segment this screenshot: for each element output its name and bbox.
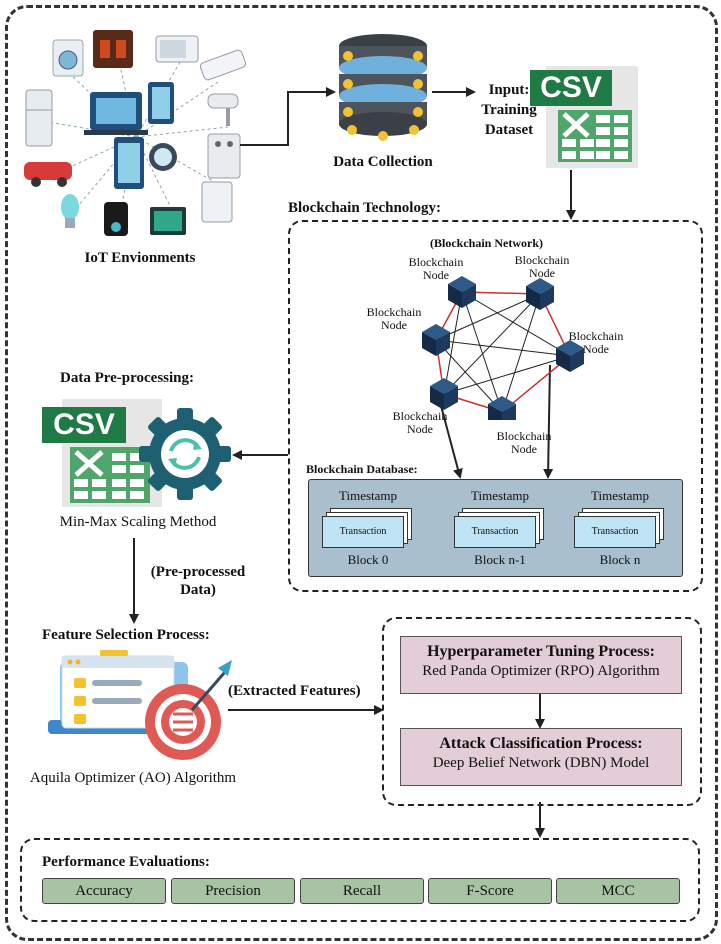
model-processes-box	[382, 617, 702, 806]
iot-label: IoT Envionments	[84, 250, 196, 266]
aquila-label: Aquila Optimizer (AO) Algorithm	[29, 770, 237, 786]
block-timestamp: Timestamp	[590, 488, 650, 503]
data-collection-label: Data Collection	[333, 154, 433, 170]
smart-bulb-icon	[61, 194, 79, 220]
block-transaction: Transaction	[322, 516, 404, 548]
performance-title: Performance Evaluations:	[42, 854, 210, 870]
metric-mcc: MCC	[556, 878, 680, 904]
smart-speaker-icon	[104, 202, 128, 236]
blockchain-database-title: Blockchain Database:	[306, 462, 418, 476]
blockchain-network-graph	[422, 276, 584, 420]
metric-recall: Recall	[300, 878, 424, 904]
air-conditioner-icon	[199, 49, 247, 81]
preprocessing-title: Data Pre-processing:	[60, 370, 195, 386]
block-n-minus-1: Timestamp Transaction Block n-1	[450, 484, 550, 574]
classification-title: Attack Classification Process:	[439, 735, 643, 752]
block-name: Block n-1	[474, 552, 526, 567]
blockchain-title: Blockchain Technology:	[288, 200, 441, 216]
feature-selection-title: Feature Selection Process:	[42, 627, 210, 643]
block-n: Timestamp Transaction Block n	[570, 484, 670, 574]
blockchain-node-cubes	[422, 276, 584, 420]
extracted-features-label: (Extracted Features)	[228, 683, 361, 699]
input-dataset-label: Input: Training Dataset	[474, 80, 544, 140]
blockchain-network-label: (Blockchain Network)	[430, 236, 543, 250]
coffee-machine-icon	[93, 30, 133, 68]
input-label-line1: Input:	[488, 82, 530, 98]
metric-precision: Precision	[171, 878, 295, 904]
outer-frame	[5, 5, 718, 941]
input-label-line3: Dataset	[484, 122, 534, 138]
gear-icon	[139, 408, 231, 500]
hyperparameter-tuning-box: Hyperparameter Tuning Process: Red Panda…	[400, 636, 682, 694]
database-icon	[339, 34, 427, 141]
oven-icon	[201, 181, 233, 223]
block-0: Timestamp Transaction Block 0	[318, 484, 418, 574]
fridge-icon	[25, 89, 53, 147]
csv-badge: CSV	[530, 70, 612, 106]
block-transaction: Transaction	[574, 516, 656, 548]
csv-file-icon: CSV	[530, 60, 642, 170]
block-name: Block 0	[347, 552, 389, 567]
block-name: Block n	[599, 552, 641, 567]
blockchain-box	[288, 220, 703, 592]
security-camera-icon	[207, 93, 239, 109]
metric-f-score: F-Score	[428, 878, 552, 904]
input-label-line2: Training	[481, 102, 537, 118]
car-icon	[24, 162, 72, 180]
performance-box	[20, 838, 700, 922]
tuning-subtitle: Red Panda Optimizer (RPO) Algorithm	[422, 663, 660, 679]
iot-environments-illustration	[24, 30, 247, 236]
csv-badge: CSV	[42, 407, 126, 443]
preprocessed-data-label: (Pre-processed Data)	[150, 564, 246, 598]
block-timestamp: Timestamp	[338, 488, 398, 503]
tuning-title: Hyperparameter Tuning Process:	[427, 643, 655, 660]
metric-accuracy: Accuracy	[42, 878, 166, 904]
attack-classification-box: Attack Classification Process: Deep Beli…	[400, 728, 682, 786]
preprocessing-csv-gear-icon: CSV	[42, 395, 232, 510]
classification-subtitle: Deep Belief Network (DBN) Model	[432, 755, 650, 771]
feature-selection-icon	[48, 650, 232, 760]
block-transaction: Transaction	[454, 516, 536, 548]
block-timestamp: Timestamp	[470, 488, 530, 503]
min-max-label: Min-Max Scaling Method	[59, 514, 217, 530]
